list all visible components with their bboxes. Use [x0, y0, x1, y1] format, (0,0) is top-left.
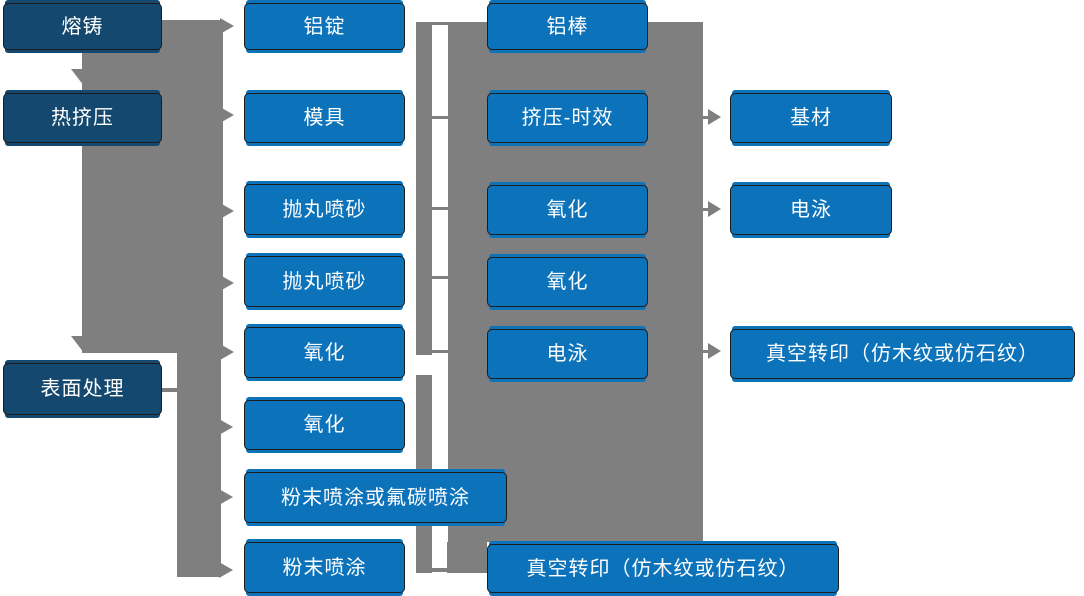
arrow-right-icon-to-powder-fluoro [219, 489, 233, 505]
connector-line-surface-treatment [162, 388, 177, 392]
arrow-right-icon-to-vacuum-transfer-2 [708, 343, 721, 359]
node-mold: 模具 [244, 93, 405, 143]
node-aluminum-ingot: 铝锭 [244, 3, 405, 50]
node-powder-coating: 粉末喷涂 [244, 542, 405, 593]
connector-band-left-lower [177, 350, 221, 577]
arrow-down-icon-to-surface-treatment [71, 336, 97, 353]
arrow-right-icon-to-base-material [708, 109, 721, 125]
arrow-right-icon-to-powder-coating [219, 562, 233, 578]
node-oxidation-4: 氧化 [487, 257, 648, 307]
node-electrophoresis-1: 电泳 [487, 329, 648, 379]
node-oxidation-2: 氧化 [244, 400, 405, 450]
arrow-right-icon-to-mold [220, 107, 234, 123]
arrow-right-icon-to-oxidation-1 [220, 344, 234, 360]
connector-tick-4 [432, 276, 449, 279]
node-melting-casting: 熔铸 [3, 3, 162, 50]
node-powder-or-fluorocarbon: 粉末喷涂或氟碳喷涂 [244, 472, 507, 523]
node-base-material: 基材 [730, 93, 892, 143]
node-oxidation-1: 氧化 [244, 327, 405, 378]
connector-tick-2 [432, 116, 449, 119]
arrow-right-icon-to-shot-blasting-1 [220, 203, 234, 219]
connector-stub-bottom [447, 542, 487, 573]
connector-tick-1 [432, 22, 449, 25]
arrow-right-icon-to-shot-blasting-2 [220, 275, 234, 291]
arrow-stem-to-electrophoresis-2 [702, 208, 710, 211]
node-hot-extrusion: 热挤压 [3, 93, 162, 143]
connector-band-left-upper [82, 20, 223, 353]
node-surface-treatment: 表面处理 [3, 363, 162, 415]
node-extrusion-aging: 挤压-时效 [487, 93, 648, 143]
node-vacuum-transfer-print-1: 真空转印（仿木纹或仿石纹） [487, 544, 839, 593]
arrow-down-icon-to-hot-extrusion [71, 69, 97, 86]
connector-tick-5 [432, 350, 449, 353]
arrow-stem-to-vacuum-transfer-2 [702, 350, 710, 353]
node-aluminum-rod: 铝棒 [487, 3, 648, 50]
arrow-right-icon-to-electrophoresis-2 [708, 201, 721, 217]
arrow-right-icon-to-oxidation-2 [219, 419, 233, 435]
connector-line-bottom-transfer [432, 568, 448, 572]
arrow-right-icon-to-aluminum-ingot [220, 18, 234, 34]
arrow-stem-to-base-material [702, 116, 710, 119]
node-shot-blasting-2: 抛丸喷砂 [244, 256, 405, 307]
node-oxidation-3: 氧化 [487, 185, 648, 235]
node-vacuum-transfer-print-2: 真空转印（仿木纹或仿石纹） [730, 329, 1075, 379]
connector-bar-middle-upper [416, 22, 432, 355]
node-electrophoresis-2: 电泳 [730, 185, 892, 235]
connector-tick-3 [432, 207, 449, 210]
node-shot-blasting-1: 抛丸喷砂 [244, 184, 405, 235]
